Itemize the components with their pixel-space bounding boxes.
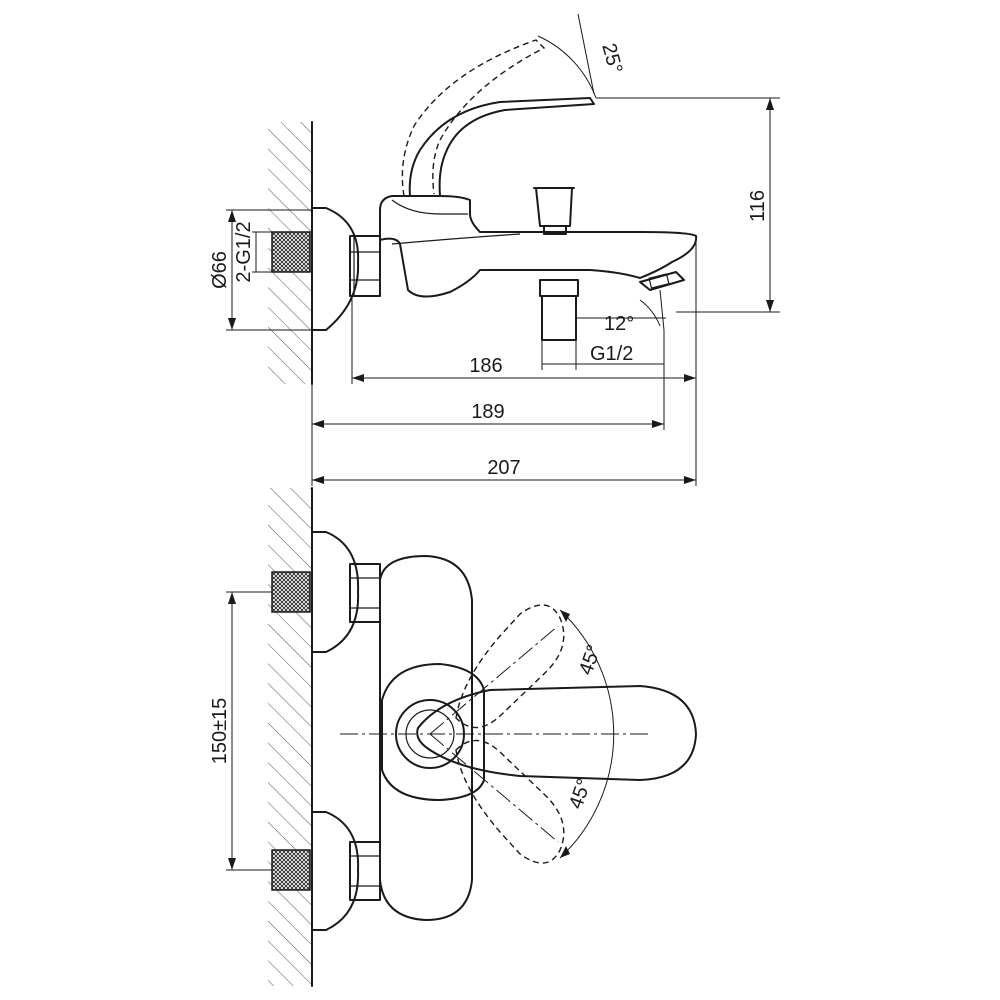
lever-raised-outline — [401, 39, 546, 197]
lever-rotated-up-outline — [455, 604, 565, 729]
lower-connector — [271, 811, 381, 931]
connection-label: 2-G1/2 — [233, 221, 255, 282]
shower-outlet-top — [539, 279, 579, 341]
threaded-connector-top — [271, 231, 311, 273]
aerator-top — [639, 271, 685, 291]
side-view: 25° 116 12° G1/2 — [209, 13, 780, 486]
length-189-dimension: 189 — [311, 384, 664, 486]
length-207-dimension: 207 — [312, 457, 696, 484]
front-view: 45° 45° 150±15 — [209, 487, 697, 987]
diverter-knob-top — [533, 187, 575, 235]
angle-12-dimension: 12° — [576, 289, 666, 335]
angle-down-label: 45° — [565, 776, 596, 812]
length-189-label: 189 — [471, 401, 504, 423]
angle-up-label: 45° — [575, 642, 606, 678]
diameter-label: Ø66 — [209, 251, 231, 289]
hex-nut-top — [349, 235, 381, 297]
height-116-dimension: 116 — [596, 97, 780, 313]
outlet-thread-label: G1/2 — [590, 343, 633, 365]
diameter-dimension: Ø66 2-G1/2 — [209, 209, 312, 331]
lever-handle-top — [408, 97, 595, 197]
center-distance-label: 150±15 — [209, 698, 231, 765]
lever-rotated-down-outline — [455, 739, 565, 864]
length-186-label: 186 — [469, 355, 502, 377]
center-distance-dimension: 150±15 — [209, 591, 272, 871]
angle-25-dimension: 25° — [537, 13, 626, 99]
wall-bottom — [268, 487, 313, 987]
angle-25-label: 25° — [597, 41, 626, 76]
length-186-dimension: 186 — [351, 240, 697, 486]
lever-handle-front — [416, 685, 697, 781]
length-207-label: 207 — [487, 457, 520, 479]
rotation-arc — [559, 609, 615, 859]
mixer-body-top — [379, 195, 698, 298]
angle-12-label: 12° — [604, 313, 634, 335]
wall-flange-top — [311, 207, 360, 331]
height-116-label: 116 — [747, 190, 769, 222]
mixer-body-front — [379, 555, 473, 921]
outlet-thread-dimension: G1/2 — [541, 340, 664, 370]
